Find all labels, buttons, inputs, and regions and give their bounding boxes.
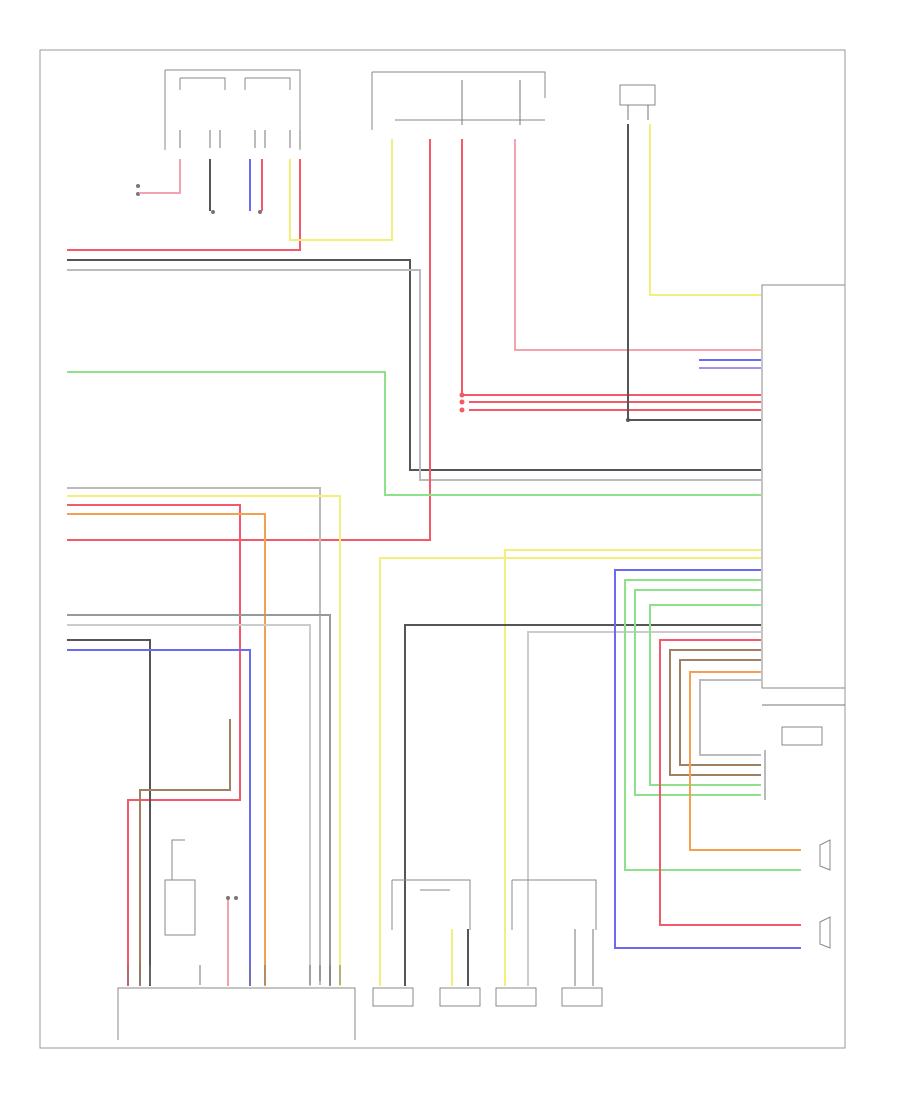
left-rear-speaker bbox=[819, 916, 831, 949]
wire-red-left-1 bbox=[67, 504, 241, 986]
wire-white-left-2 bbox=[67, 624, 311, 986]
splice-points bbox=[459, 392, 630, 422]
speaker-driver-door bbox=[420, 889, 481, 1007]
wire-black-left-2 bbox=[67, 639, 151, 986]
wire-pink-feed bbox=[514, 139, 761, 351]
right-rear-speaker bbox=[819, 839, 831, 871]
wire-green-c bbox=[649, 604, 761, 786]
ground-point-bottom bbox=[226, 896, 238, 900]
wire-yellow-ign bbox=[649, 124, 761, 296]
wire-green-rr bbox=[624, 579, 801, 871]
rear-control-unit bbox=[117, 987, 356, 1040]
fuse-block-top-left bbox=[164, 69, 301, 150]
speaker-passenger-door bbox=[561, 987, 603, 1007]
wire-gray-top bbox=[67, 269, 761, 481]
rear-control-pins bbox=[127, 965, 341, 985]
wire-gray-left-1 bbox=[67, 487, 321, 981]
wire-orange-rr bbox=[689, 671, 801, 851]
wire-gray-rr bbox=[699, 679, 761, 756]
ignition-module bbox=[619, 84, 656, 120]
wire-blue-left-2 bbox=[67, 649, 251, 986]
wire-red-top-left bbox=[67, 159, 301, 251]
steering-switch bbox=[164, 839, 196, 936]
wire-red-feed-b bbox=[461, 139, 761, 396]
wire-black-top bbox=[67, 259, 761, 471]
wire-green-left bbox=[67, 371, 761, 496]
wire-brown-b bbox=[679, 659, 761, 766]
wire-blue-rr bbox=[614, 569, 801, 949]
wire-yellow-spk-a bbox=[504, 549, 761, 931]
wire-red-feed-a bbox=[67, 139, 431, 541]
wire-pink-ground bbox=[139, 159, 181, 194]
speaker-passenger-front bbox=[495, 879, 597, 1007]
wire-red-lr bbox=[659, 639, 801, 926]
wire-white-spk bbox=[527, 631, 761, 931]
speaker-driver-front bbox=[372, 879, 471, 1007]
fuse-block-top-mid bbox=[371, 71, 546, 130]
ground-point-left bbox=[136, 184, 140, 196]
wire-yellow-spk-b bbox=[379, 557, 761, 931]
wire-gray-left-2 bbox=[67, 614, 331, 986]
diagram-frame bbox=[39, 49, 846, 1049]
wire-black-ign bbox=[627, 124, 761, 421]
wire-green-b bbox=[634, 589, 761, 796]
front-radio-unit bbox=[761, 284, 845, 746]
wire-yellow-top bbox=[289, 139, 393, 241]
wire-brown-left bbox=[139, 719, 231, 986]
wire-orange-left-1 bbox=[67, 513, 266, 986]
wire-brown-a bbox=[669, 649, 761, 776]
wire-yellow-left-1 bbox=[67, 495, 341, 986]
wire-black-spk bbox=[404, 624, 761, 931]
switch-connector-top bbox=[211, 210, 262, 214]
